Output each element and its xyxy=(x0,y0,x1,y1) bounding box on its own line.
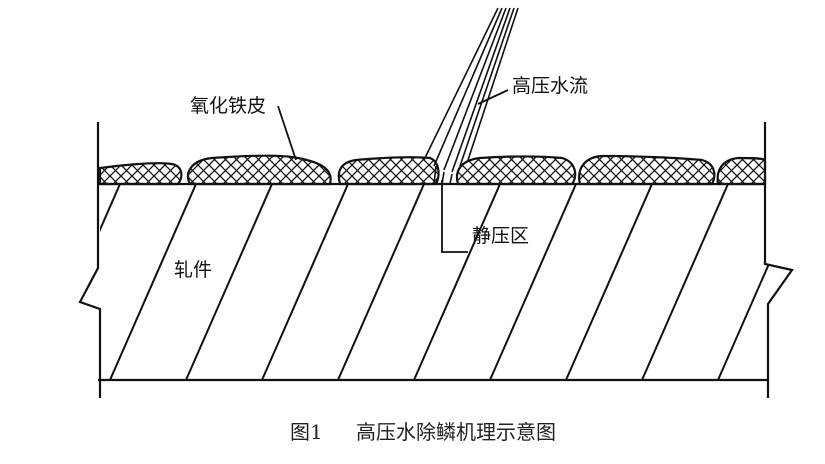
leader-scale xyxy=(277,105,297,161)
label-static-zone: 静压区 xyxy=(472,225,529,247)
label-water-jet: 高压水流 xyxy=(512,75,588,97)
leader-static-zone xyxy=(441,180,468,253)
caption-title: 高压水除鳞机理示意图 xyxy=(356,420,556,444)
label-workpiece: 轧件 xyxy=(174,259,212,281)
oxide-scale-layer xyxy=(98,154,767,186)
leader-lines xyxy=(277,89,509,253)
caption-number: 图1 xyxy=(290,420,323,444)
water-jet xyxy=(423,7,519,185)
label-oxide-scale: 氧化铁皮 xyxy=(190,95,266,117)
leader-water-jet xyxy=(477,89,509,105)
